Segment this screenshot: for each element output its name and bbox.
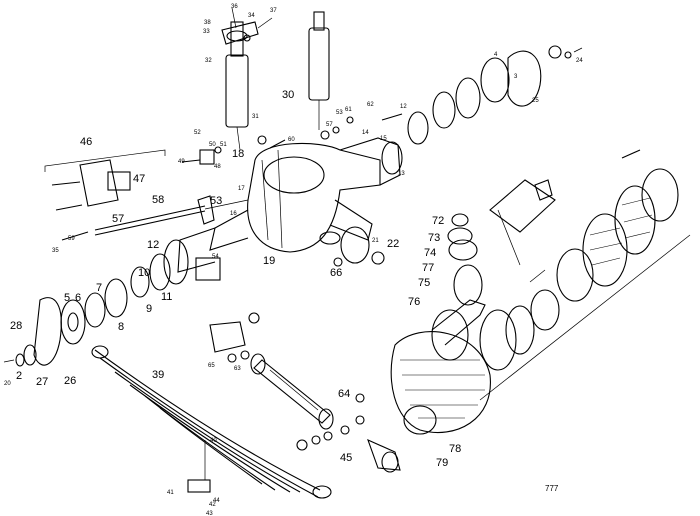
differential-exploded [390,168,691,435]
label-3: 3 [514,74,518,80]
label-19: 19 [263,255,275,267]
label-31: 31 [252,114,259,120]
label-41: 41 [167,490,174,496]
label-74: 74 [424,247,436,259]
axle-housing [209,137,403,253]
label-63: 63 [234,366,241,372]
leaf-spring [91,345,332,499]
label-66: 66 [330,267,342,279]
label-25: 25 [532,98,539,104]
label-36: 36 [231,4,238,10]
label-20: 20 [4,381,11,387]
label-75: 75 [418,277,430,289]
label-46: 46 [80,136,92,148]
label-37: 37 [270,8,277,14]
figure-code: 777 [545,484,559,493]
label-43: 43 [206,511,213,516]
spring-hanger-left [44,149,166,241]
label-51: 51 [220,142,227,148]
drive-shaft [250,353,334,430]
label-78: 78 [449,443,461,455]
label-24: 24 [576,58,583,64]
universal-joint-upper [209,312,260,363]
upper-bracket [221,7,273,45]
label-38: 38 [204,20,211,26]
label-33: 33 [203,29,210,35]
label-4: 4 [494,52,498,58]
label-14: 14 [362,130,369,136]
right-hub-assembly [407,45,583,145]
label-53: 53 [210,195,222,207]
label-28: 28 [10,320,22,332]
label-64: 64 [338,388,350,400]
label-45: 45 [340,452,352,464]
label-17: 17 [238,186,245,192]
label-57: 57 [112,213,124,225]
label-22: 22 [387,238,399,250]
label-7: 7 [96,282,102,294]
label-73: 73 [428,232,440,244]
label-62: 62 [367,102,374,108]
left-hub-assembly [3,227,221,367]
bracket-bolts-center [181,135,286,165]
label-60: 60 [288,137,295,143]
label-48: 48 [214,164,221,170]
label-12: 12 [147,239,159,251]
label-30: 30 [282,89,294,101]
label-50: 50 [209,142,216,148]
label-15: 15 [380,136,387,142]
label-79: 79 [436,457,448,469]
label-40: 40 [210,438,217,444]
label-49: 49 [178,159,185,165]
label-9: 9 [146,303,152,315]
label-54: 54 [212,254,219,260]
stabilizer-rod [94,195,249,236]
label-12b: 12 [400,104,407,110]
label-35: 35 [52,248,59,254]
label-47: 47 [133,173,145,185]
bolts-upper [320,113,641,159]
label-61: 61 [345,107,352,113]
pinion-flange [333,226,385,267]
label-13: 13 [398,171,405,177]
label-32: 32 [205,58,212,64]
label-5: 5 [64,292,70,304]
label-6: 6 [75,292,81,304]
shock-absorber-left [225,21,249,151]
label-8: 8 [118,321,124,333]
part-labels: 46 47 58 57 53 18 12 10 11 9 8 7 6 5 28 … [4,4,583,516]
label-59: 59 [68,236,75,242]
label-11: 11 [161,291,172,303]
label-21: 21 [372,238,379,244]
label-34: 34 [248,13,255,19]
label-10: 10 [138,267,150,279]
label-42: 42 [209,502,216,508]
universal-joint-lower [296,393,401,473]
label-58: 58 [152,194,164,206]
label-39: 39 [152,369,164,381]
label-52: 52 [194,130,201,136]
label-16: 16 [230,211,237,217]
inset-detail [489,179,556,266]
label-57b: 57 [326,122,333,128]
label-44: 44 [213,498,220,504]
label-18: 18 [232,148,244,160]
label-76: 76 [408,296,420,308]
label-26: 26 [64,375,76,387]
label-77: 77 [422,262,434,274]
label-72: 72 [432,215,444,227]
label-2: 2 [16,370,22,382]
label-65: 65 [208,363,215,369]
shock-absorber-right [308,11,330,130]
label-53b: 53 [336,110,343,116]
label-27: 27 [36,376,48,388]
